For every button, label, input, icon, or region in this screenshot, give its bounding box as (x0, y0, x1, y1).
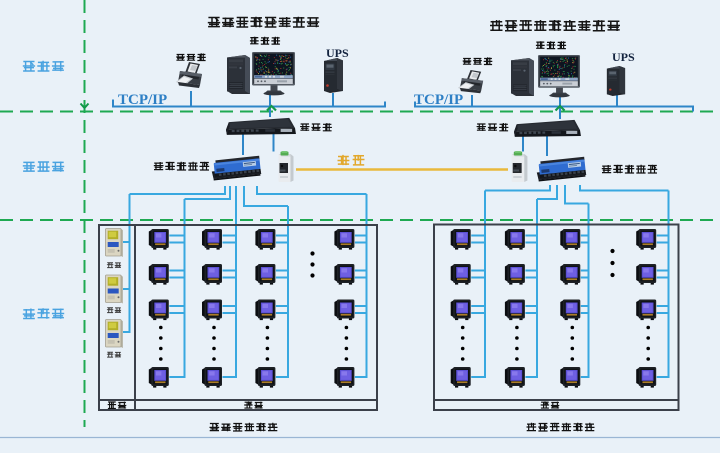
svg-text:UPS: UPS (612, 50, 635, 64)
svg-text:TCP/IP: TCP/IP (414, 92, 463, 108)
svg-text:UPS: UPS (326, 46, 349, 60)
svg-text:TCP/IP: TCP/IP (118, 92, 167, 108)
